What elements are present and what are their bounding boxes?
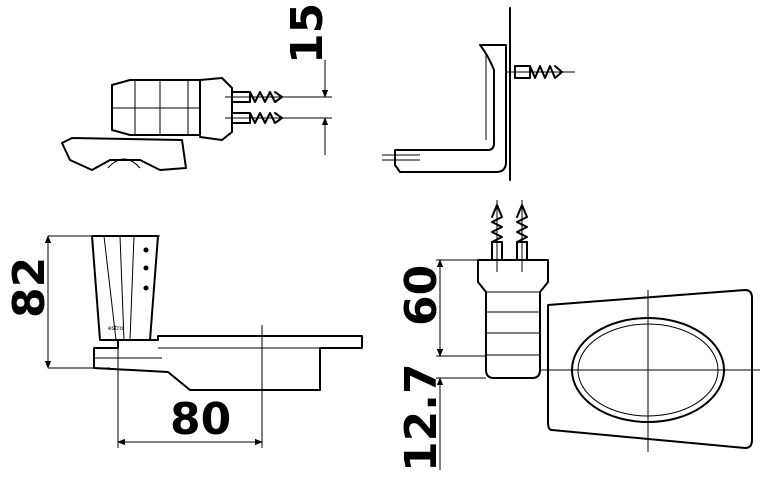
screw-upper — [225, 91, 290, 103]
screw-lower — [225, 112, 290, 124]
screw-vertical-right — [516, 200, 528, 272]
dim-height: 82 — [4, 257, 55, 318]
dim-offset: 12.7 — [396, 363, 447, 472]
dim-projection: 80 — [170, 394, 231, 445]
bottom-left-view: 82 estro 80 — [4, 235, 363, 448]
top-right-view — [382, 7, 575, 181]
bottom-right-view: 60 12.7 — [396, 200, 760, 472]
screw-vertical-left — [491, 200, 503, 272]
dim-screw-spacing: 15 — [282, 3, 333, 64]
screw-side — [505, 65, 575, 79]
dim-bracket-height: 60 — [396, 265, 447, 326]
top-left-view: 15 — [61, 3, 333, 171]
brand-label: estro — [108, 325, 124, 332]
